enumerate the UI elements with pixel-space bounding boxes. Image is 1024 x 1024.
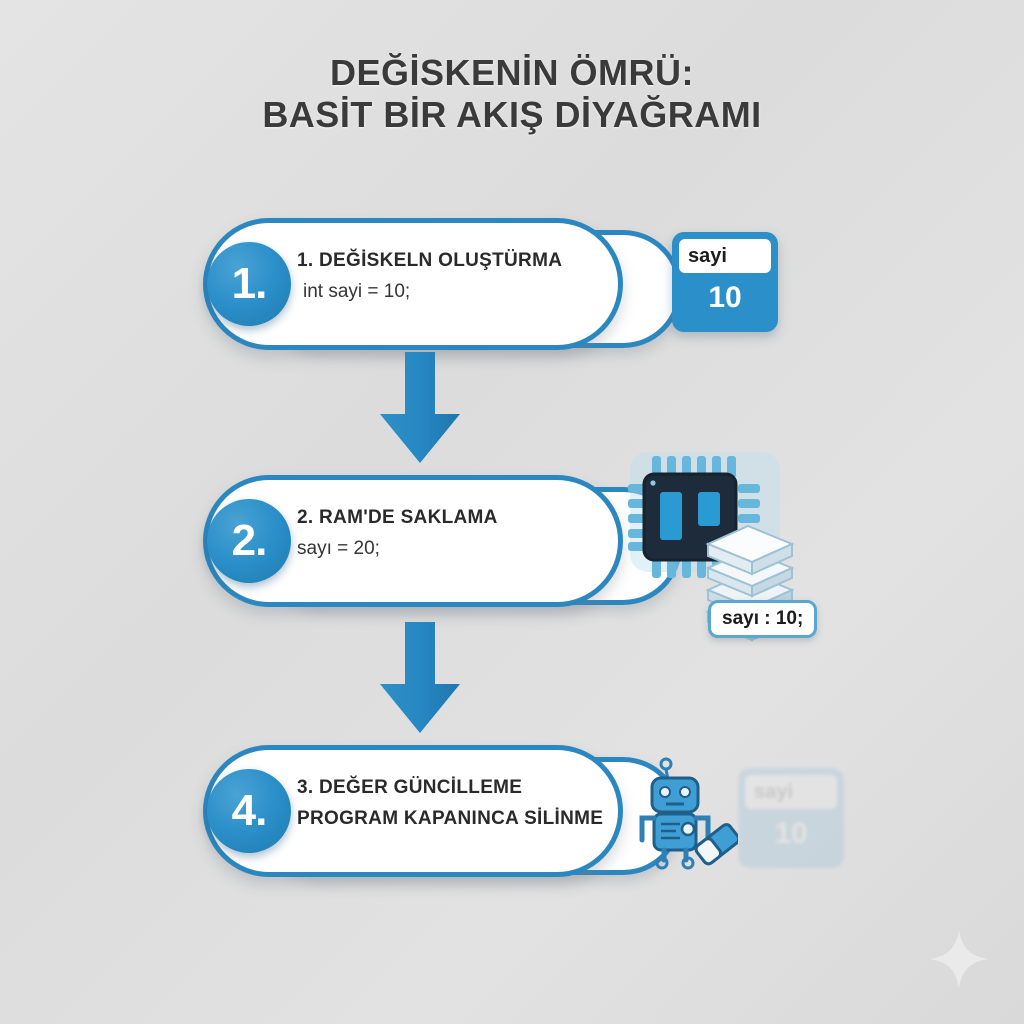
flow-step-1: 1. 1. DEĞİSKELN OLUŞTÜRMA int sayi = 10;: [0, 218, 1024, 358]
step-number-badge-3: 4.: [207, 769, 291, 853]
step-code-2: sayı = 20;: [297, 538, 380, 559]
variable-badge-ghost-value: 10: [774, 817, 808, 850]
variable-badge-name: sayi: [679, 239, 771, 273]
page-title: DEĞİSKENİN ÖMRÜ: BASİT BİR AKIŞ DİYAĞRAM…: [0, 52, 1024, 137]
flow-step-2: 2. 2. RAM'DE SAKLAMA sayı = 20;: [0, 475, 1024, 615]
step-heading-3a: 3. DEĞER GÜNCİLLEME: [297, 777, 523, 798]
arrow-down-icon: [372, 622, 468, 734]
step-code-1: int sayi = 10;: [303, 281, 411, 302]
memory-value-tooltip: sayı : 10;: [708, 600, 818, 638]
step-card-front-layer: [203, 745, 623, 877]
variable-badge-ghost: sayi 10: [738, 768, 844, 868]
arrow-down-icon: [372, 352, 468, 464]
step-heading-2: 2. RAM'DE SAKLAMA: [297, 507, 498, 528]
variable-badge-value: 10: [708, 281, 742, 314]
title-line-2: BASİT BİR AKIŞ DİYAĞRAMI: [262, 94, 762, 136]
step-text-2: 2. RAM'DE SAKLAMA sayı = 20;: [297, 507, 617, 560]
sparkle-icon: [928, 928, 990, 990]
title-line-1: DEĞİSKENİN ÖMRÜ:: [329, 52, 694, 93]
variable-badge-ghost-name: sayi: [745, 775, 837, 809]
step-heading-1: 1. DEĞİSKELN OLUŞTÜRMA: [297, 250, 563, 271]
step-heading-3b: PROGRAM KAPANINCA SİLİNME: [297, 808, 604, 829]
step-text-1: 1. DEĞİSKELN OLUŞTÜRMA int sayi = 10;: [297, 250, 617, 303]
robot-icon: [628, 756, 741, 871]
variable-badge: sayi 10: [672, 232, 778, 332]
flow-step-3: 4. 3. DEĞER GÜNCİLLEME PROGRAM KAPANINCA…: [0, 745, 1024, 885]
step-text-3: 3. DEĞER GÜNCİLLEME PROGRAM KAPANINCA Sİ…: [297, 777, 617, 830]
step-number-badge-1: 1.: [207, 242, 291, 326]
step-number-badge-2: 2.: [207, 499, 291, 583]
